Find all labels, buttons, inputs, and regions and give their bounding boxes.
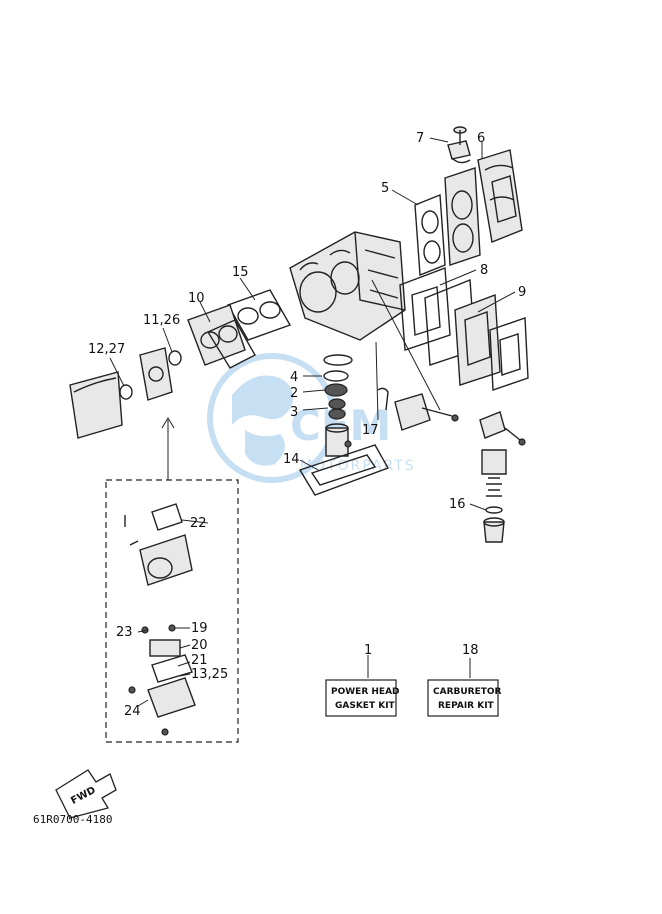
fuel-filter-group [479, 411, 526, 543]
forward-arrow-icon: FWD [55, 769, 117, 819]
callout-7: 7 [416, 131, 424, 146]
side-cover-gaskets [399, 267, 529, 391]
power-head-gasket-kit: POWER HEAD GASKET KIT [325, 679, 400, 717]
callout-10: 10 [188, 291, 205, 306]
callout-14: 14 [283, 452, 300, 467]
callout-24: 24 [124, 704, 141, 719]
callout-21: 21 [191, 653, 208, 668]
kit-carburetor-line1: CARBURETOR [433, 687, 502, 697]
kit-power-head-line2: GASKET KIT [335, 701, 396, 711]
callout-16: 16 [449, 497, 466, 512]
callout-13-25: 13,25 [191, 667, 228, 682]
callout-9: 9 [518, 285, 526, 300]
callout-15: 15 [232, 265, 249, 280]
callout-1: 1 [364, 643, 372, 658]
callout-23: 23 [116, 625, 133, 640]
callout-20: 20 [191, 638, 208, 653]
callout-19: 19 [191, 621, 208, 636]
cylinder-block [289, 231, 406, 341]
document-number: 61R0700-4180 [33, 813, 112, 826]
callout-18: 18 [462, 643, 479, 658]
callout-2: 2 [290, 386, 298, 401]
cylinder-head-group [414, 126, 523, 277]
callout-11-26: 11,26 [143, 313, 180, 328]
kit-carburetor-line2: REPAIR KIT [438, 701, 495, 711]
callout-labels: 7 6 5 8 9 15 10 11,26 12,27 4 2 3 17 14 … [88, 131, 526, 719]
callout-5: 5 [381, 181, 389, 196]
intake-gasket-group [69, 289, 292, 439]
callout-8: 8 [480, 263, 488, 278]
leader-lines [109, 137, 516, 707]
kit-power-head-line1: POWER HEAD [331, 687, 400, 697]
callout-12-27: 12,27 [88, 342, 125, 357]
carburetor-repair-kit: CARBURETOR REPAIR KIT [427, 679, 502, 717]
callout-3: 3 [290, 405, 298, 420]
callout-17: 17 [362, 423, 379, 438]
callout-22: 22 [190, 516, 207, 531]
crankshaft-seal-group [298, 354, 459, 496]
callout-6: 6 [477, 131, 485, 146]
carburetor-detail-box [105, 417, 239, 743]
callout-4: 4 [290, 370, 298, 385]
